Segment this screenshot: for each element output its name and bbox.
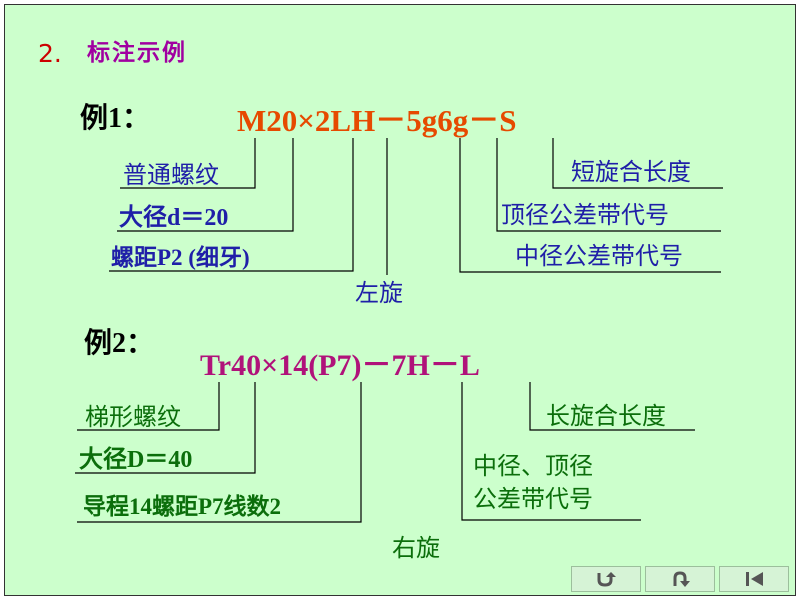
example1-code: M20×2LH－5g6g－S (237, 103, 517, 138)
slide: 2. 标注示例 例1： M20×2LH－5g6g－S 普通螺纹 大径d＝20 螺… (4, 4, 796, 596)
ex2-lead-label: 导程14螺距P7线数2 (83, 494, 282, 519)
ex1-leader-crest-tolerance (496, 138, 721, 232)
ex1-leader-major-diameter (117, 138, 294, 232)
undo-icon (673, 571, 690, 587)
ex2-thread-type-label: 梯形螺纹 (85, 403, 181, 431)
ex1-direction-label: 左旋 (355, 279, 403, 307)
ex1-leader-pitch (109, 138, 354, 272)
ex1-leader-pitch-tolerance (459, 138, 721, 273)
return-icon (597, 572, 616, 587)
ex2-direction-label: 右旋 (392, 534, 440, 562)
ex1-thread-type-label: 普通螺纹 (123, 161, 219, 189)
return-button[interactable] (571, 566, 641, 592)
ex2-length-label: 长旋合长度 (546, 402, 666, 430)
ex1-crest-tolerance-label: 顶径公差带代号 (501, 201, 669, 229)
ex1-pitch-label: 螺距P2 (细牙) (111, 245, 250, 270)
ex2-major-diameter-label: 大径D＝40 (79, 447, 193, 473)
example1-label: 例1： (80, 103, 151, 134)
example2-label: 例2： (84, 328, 155, 359)
ex2-tolerance-label-line1: 中径、顶径 (473, 452, 593, 480)
section-title: 标注示例 (87, 40, 187, 66)
ex1-leader-thread-type (120, 138, 256, 189)
ex2-leader-length (529, 382, 695, 431)
ex2-tolerance-label-line2: 公差带代号 (473, 485, 593, 513)
ex2-leader-lead (77, 382, 362, 523)
first-page-icon (746, 572, 763, 586)
ex2-leader-major-diameter (75, 382, 256, 474)
ex2-leader-tolerance (461, 382, 641, 521)
ex1-major-diameter-label: 大径d＝20 (119, 205, 229, 231)
ex1-leader-length (552, 138, 723, 189)
ex1-pitch-tolerance-label: 中径公差带代号 (515, 242, 683, 270)
leader-lines (75, 138, 723, 523)
example2-code: Tr40×14(P7)－7H－L (200, 349, 480, 382)
undo-button[interactable] (645, 566, 715, 592)
nav-bar (571, 566, 789, 592)
ex1-length-label: 短旋合长度 (571, 158, 691, 186)
ex2-leader-thread-type (77, 382, 220, 431)
section-number: 2. (38, 39, 62, 68)
first-page-button[interactable] (719, 566, 789, 592)
